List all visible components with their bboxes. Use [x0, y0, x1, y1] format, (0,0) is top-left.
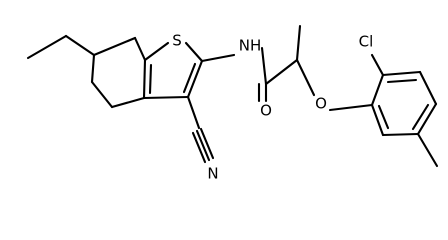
- bond-nitrile-triple-c: [191, 131, 207, 164]
- bond-ch-methyl: [295, 24, 302, 62]
- bond-ar2-cl: [370, 53, 385, 77]
- bond-o-aryl: [328, 103, 374, 112]
- bond-nitrile-triple-b: [199, 127, 215, 160]
- bond-ar1-ar2: [370, 73, 385, 107]
- bond-c7a-s: [143, 41, 170, 62]
- bond-ar2-ar3: [381, 70, 422, 77]
- bond-ar4-ar5: [416, 102, 438, 136]
- bond-ch-o: [295, 58, 316, 97]
- bond-c7a-c3a: [142, 58, 147, 100]
- bond-c2-c3: [186, 59, 204, 99]
- bond-c6-c5: [90, 53, 96, 84]
- bond-ar5-ar6: [381, 132, 420, 137]
- bond-carbonyl-ch: [264, 58, 299, 86]
- atom-carbonyl-o: O: [260, 102, 272, 120]
- atom-sulfur: S: [172, 32, 182, 50]
- atom-amide-nh: NH: [239, 37, 262, 55]
- bond-c7-c7a: [133, 36, 147, 62]
- bond-ar6-ar1-double: [377, 104, 390, 130]
- bond-ethyl-ch2: [64, 34, 96, 57]
- bond-ar3-ar4: [418, 70, 438, 106]
- bond-c2-nh: [200, 53, 236, 63]
- bond-ar6-ar1: [370, 103, 385, 137]
- bond-nh-carbonyl: [260, 46, 268, 86]
- bond-s-c2: [184, 41, 204, 63]
- bond-c3-cn: [186, 95, 201, 130]
- atom-nitrile-n: N: [207, 165, 218, 183]
- atom-labels: S NH N O O Cl: [172, 32, 373, 183]
- bond-ar5-methyl: [416, 132, 439, 168]
- bond-nitrile-triple-a: [195, 129, 211, 162]
- atom-ether-o: O: [315, 95, 327, 113]
- bond-c5-c4: [90, 80, 114, 109]
- bond-ar2-ar3-double: [386, 78, 418, 84]
- molecule-structure: S NH N O O Cl: [26, 24, 439, 183]
- bond-ar4-ar5-double: [411, 103, 430, 131]
- bonds: [26, 24, 439, 168]
- atom-chlorine: Cl: [359, 33, 374, 51]
- bond-ethyl-ch3: [26, 34, 68, 60]
- bond-c6-c7: [92, 36, 137, 57]
- bond-c2-c3-double: [182, 62, 197, 94]
- bond-c3-c3a: [142, 95, 190, 100]
- bond-c7a-c3a-double: [148, 63, 153, 95]
- bond-c4-c3a: [110, 96, 146, 109]
